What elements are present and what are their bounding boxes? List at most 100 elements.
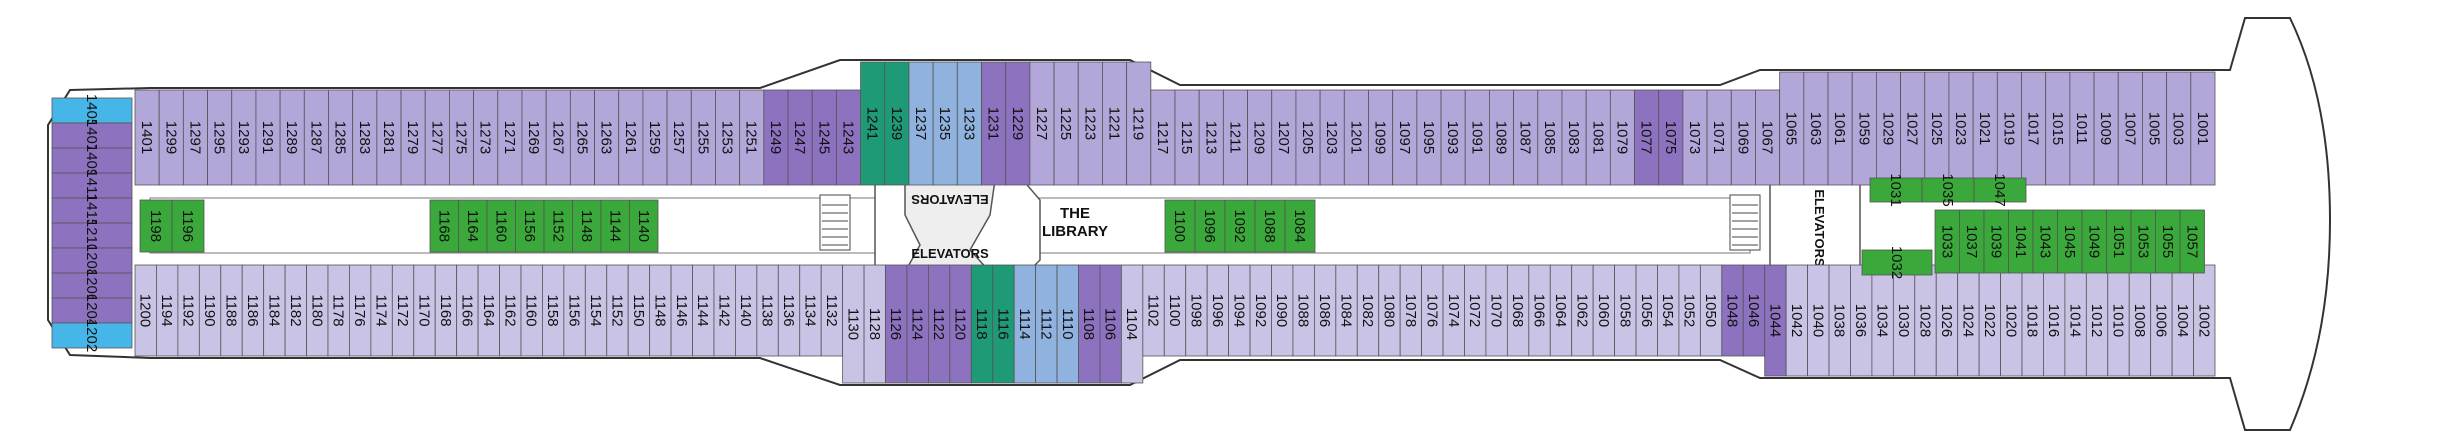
cabin-1251[interactable] — [739, 89, 765, 186]
cabin-1031[interactable] — [1869, 177, 1923, 203]
cabin-1065[interactable] — [1779, 71, 1805, 186]
cabin-1084[interactable] — [1284, 199, 1316, 253]
cabin-1283[interactable] — [352, 89, 378, 186]
cabin-1411[interactable] — [51, 172, 133, 199]
cabin-1025[interactable] — [1924, 71, 1950, 186]
cabin-1265[interactable] — [569, 89, 595, 186]
cabin-1206[interactable] — [51, 272, 133, 299]
cabin-1221[interactable] — [1102, 61, 1128, 186]
cabin-1093[interactable] — [1440, 89, 1466, 186]
cabin-1152[interactable] — [543, 199, 573, 253]
cabin-1233[interactable] — [956, 61, 982, 186]
cabin-1415[interactable] — [51, 197, 133, 224]
cabin-1053[interactable] — [2130, 209, 2156, 274]
cabin-1100[interactable] — [1164, 199, 1196, 253]
cabin-1079[interactable] — [1609, 89, 1635, 186]
cabin-1001[interactable] — [2190, 71, 2216, 186]
cabin-1045[interactable] — [2057, 209, 2083, 274]
cabin-1196[interactable] — [171, 199, 205, 253]
cabin-1067[interactable] — [1755, 89, 1781, 186]
cabin-1144[interactable] — [600, 199, 630, 253]
cabin-1204[interactable] — [51, 297, 133, 324]
cabin-1017[interactable] — [2021, 71, 2047, 186]
cabin-1295[interactable] — [207, 89, 233, 186]
cabin-1092[interactable] — [1224, 199, 1256, 253]
cabin-1032[interactable] — [1861, 249, 1933, 276]
cabin-1015[interactable] — [2045, 71, 2071, 186]
cabin-1148[interactable] — [572, 199, 602, 253]
cabin-1407[interactable] — [51, 122, 133, 149]
cabin-1281[interactable] — [376, 89, 402, 186]
cabin-1059[interactable] — [1851, 71, 1877, 186]
cabin-1249[interactable] — [763, 89, 789, 186]
cabin-1049[interactable] — [2081, 209, 2107, 274]
cabin-1091[interactable] — [1464, 89, 1490, 186]
cabin-1073[interactable] — [1682, 89, 1708, 186]
cabin-1023[interactable] — [1948, 71, 1974, 186]
cabin-1217[interactable] — [1150, 89, 1176, 186]
cabin-1267[interactable] — [545, 89, 571, 186]
cabin-1287[interactable] — [303, 89, 329, 186]
cabin-1289[interactable] — [279, 89, 305, 186]
cabin-1140[interactable] — [629, 199, 659, 253]
cabin-1003[interactable] — [2166, 71, 2192, 186]
cabin-1097[interactable] — [1392, 89, 1418, 186]
cabin-1089[interactable] — [1489, 89, 1515, 186]
cabin-1055[interactable] — [2155, 209, 2181, 274]
cabin-1061[interactable] — [1827, 71, 1853, 186]
cabin-1253[interactable] — [715, 89, 741, 186]
cabin-1277[interactable] — [424, 89, 450, 186]
cabin-1205[interactable] — [1295, 89, 1321, 186]
cabin-1241[interactable] — [860, 61, 886, 186]
cabin-1041[interactable] — [2008, 209, 2034, 274]
cabin-1223[interactable] — [1077, 61, 1103, 186]
cabin-1083[interactable] — [1561, 89, 1587, 186]
cabin-1063[interactable] — [1803, 71, 1829, 186]
cabin-1027[interactable] — [1900, 71, 1926, 186]
cabin-1261[interactable] — [618, 89, 644, 186]
cabin-1033[interactable] — [1934, 209, 1960, 274]
cabin-1087[interactable] — [1513, 89, 1539, 186]
cabin-1239[interactable] — [884, 61, 910, 186]
cabin-1243[interactable] — [835, 89, 861, 186]
cabin-1227[interactable] — [1029, 61, 1055, 186]
cabin-1245[interactable] — [811, 89, 837, 186]
cabin-1219[interactable] — [1126, 61, 1152, 186]
cabin-1297[interactable] — [182, 89, 208, 186]
cabin-1401[interactable] — [134, 89, 160, 186]
cabin-1271[interactable] — [497, 89, 523, 186]
cabin-1209[interactable] — [1247, 89, 1273, 186]
cabin-1247[interactable] — [787, 89, 813, 186]
cabin-1047[interactable] — [1973, 177, 2027, 203]
cabin-1203[interactable] — [1319, 89, 1345, 186]
cabin-1279[interactable] — [400, 89, 426, 186]
cabin-1168[interactable] — [429, 199, 459, 253]
cabin-1215[interactable] — [1174, 89, 1200, 186]
cabin-1057[interactable] — [2179, 209, 2205, 274]
cabin-1071[interactable] — [1706, 89, 1732, 186]
cabin-1035[interactable] — [1921, 177, 1975, 203]
cabin-1099[interactable] — [1368, 89, 1394, 186]
cabin-1005[interactable] — [2142, 71, 2168, 186]
cabin-1273[interactable] — [473, 89, 499, 186]
cabin-1051[interactable] — [2106, 209, 2132, 274]
cabin-1156[interactable] — [515, 199, 545, 253]
cabin-1229[interactable] — [1005, 61, 1031, 186]
cabin-1011[interactable] — [2069, 71, 2095, 186]
cabin-1096[interactable] — [1194, 199, 1226, 253]
cabin-1201[interactable] — [1343, 89, 1369, 186]
cabin-1095[interactable] — [1416, 89, 1442, 186]
cabin-1037[interactable] — [1959, 209, 1985, 274]
cabin-1088[interactable] — [1254, 199, 1286, 253]
cabin-1021[interactable] — [1972, 71, 1998, 186]
cabin-1198[interactable] — [139, 199, 173, 253]
cabin-1009[interactable] — [2093, 71, 2119, 186]
cabin-1237[interactable] — [908, 61, 934, 186]
cabin-1291[interactable] — [255, 89, 281, 186]
cabin-1231[interactable] — [981, 61, 1007, 186]
cabin-1225[interactable] — [1053, 61, 1079, 186]
cabin-1007[interactable] — [2117, 71, 2143, 186]
cabin-1019[interactable] — [1996, 71, 2022, 186]
cabin-1077[interactable] — [1634, 89, 1660, 186]
cabin-1085[interactable] — [1537, 89, 1563, 186]
